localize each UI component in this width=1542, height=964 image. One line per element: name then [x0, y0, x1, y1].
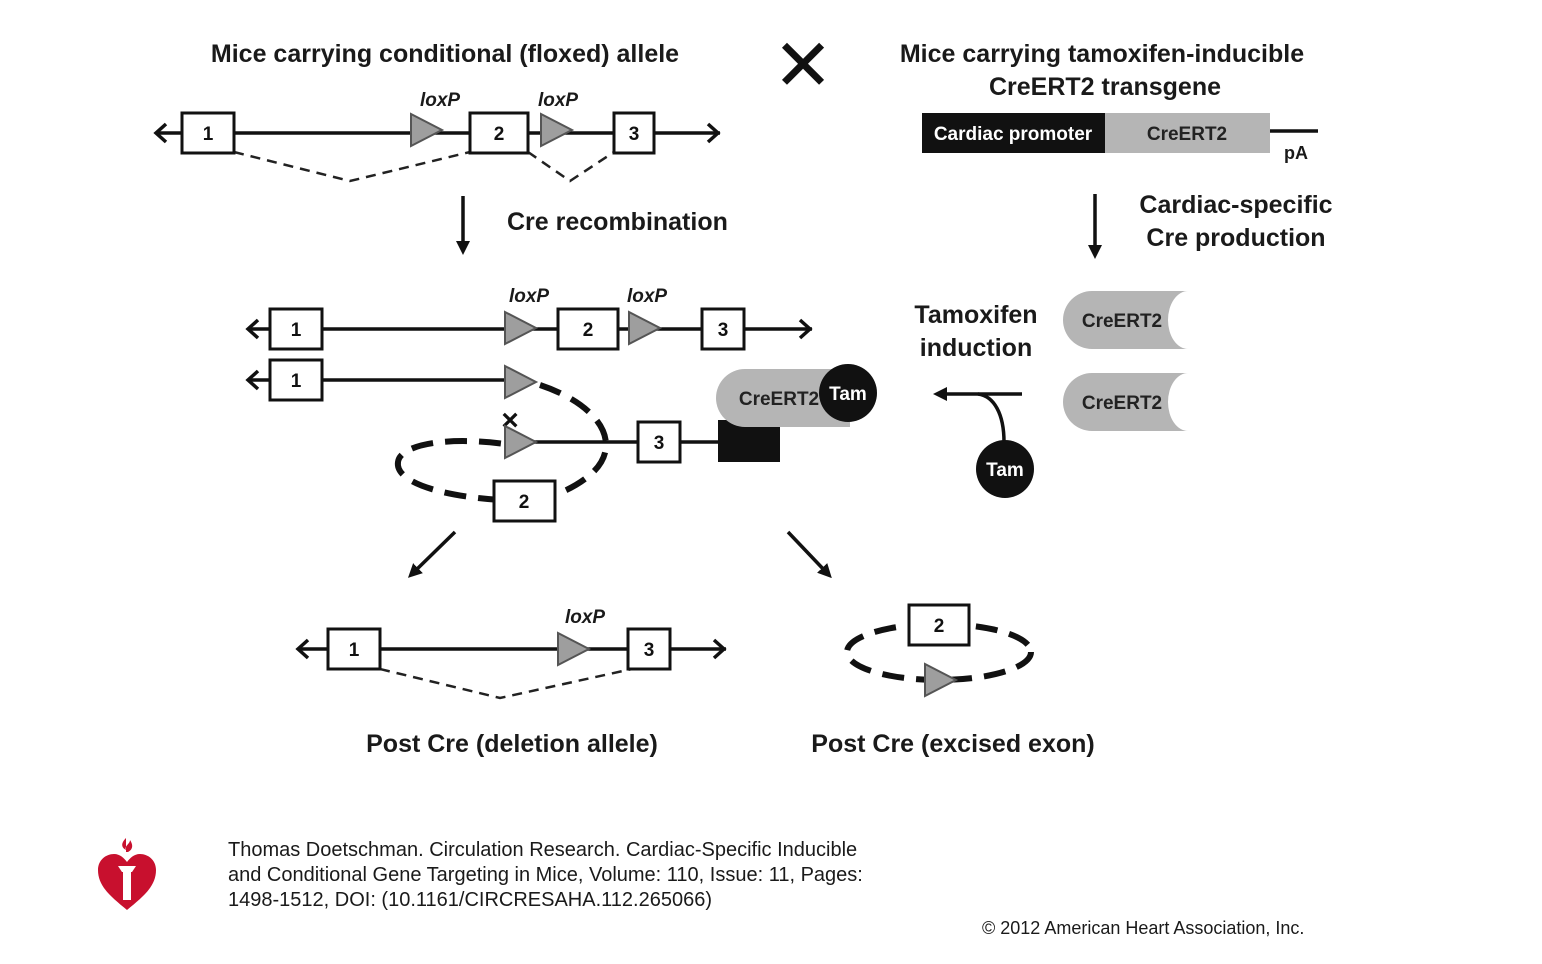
exon-3-box [612, 111, 656, 155]
diagonal-arrow-left [407, 530, 457, 578]
exon-3-box [700, 307, 746, 351]
polya-label: pA [1284, 143, 1308, 163]
exon-1-label: 1 [291, 320, 302, 341]
cardiac-specific-label-line1: Cardiac-specific [1139, 191, 1332, 219]
excised-exon-circle: 2 [844, 603, 1034, 698]
exon-1-box [326, 627, 382, 671]
post-cre-deletion-label: Post Cre (deletion allele) [366, 730, 658, 758]
tamoxifen-label-line1: Tamoxifen [914, 301, 1037, 329]
exon-3-box [626, 627, 672, 671]
creert2-bound-shape [716, 369, 850, 427]
loxp-site-icon [540, 112, 575, 148]
creert2-bound-label: CreERT2 [739, 389, 819, 410]
post-cre-excised-label: Post Cre (excised exon) [811, 730, 1094, 758]
exon-2-box [556, 307, 620, 351]
diagonal-arrow-right [786, 530, 832, 579]
exon-1-label: 1 [291, 371, 302, 392]
exon-1-label: 1 [203, 124, 214, 145]
cardiac-specific-label-line2: Cre production [1146, 224, 1325, 252]
exon-2-label: 2 [583, 320, 594, 341]
citation-text: Thomas Doetschman. Circulation Research.… [228, 839, 863, 911]
loxp-label: loxP [420, 90, 460, 111]
exon-3-label: 3 [654, 433, 665, 454]
exon-1-label: 1 [349, 640, 360, 661]
creert2-protein-1-label: CreERT2 [1082, 311, 1162, 332]
tamoxifen-curve [977, 392, 1006, 443]
creert2-box-label: CreERT2 [1147, 124, 1227, 145]
exon-2-label: 2 [934, 616, 945, 637]
floxed-allele-title: Mice carrying conditional (floxed) allel… [211, 40, 679, 68]
cardiac-promoter-box [922, 113, 1105, 153]
exon-2-label: 2 [494, 124, 505, 145]
copyright-text: © 2012 American Heart Association, Inc. [982, 918, 1305, 938]
transgene-title-line2: CreERT2 transgene [989, 73, 1221, 101]
creert2-box [1105, 113, 1270, 153]
tamoxifen-label-line2: induction [920, 334, 1032, 362]
floxed-allele-construct: 1 loxP 2 loxP 3 [153, 90, 721, 183]
cardiac-promoter-label: Cardiac promoter [934, 124, 1093, 145]
loxp-label: loxP [538, 90, 578, 111]
creert2-transgene-construct: Cardiac promoter CreERT2 pA [922, 113, 1318, 163]
recombination-loop: 1 × 3 2 CreERT2 Tam [245, 358, 877, 523]
tam-free-label: Tam [986, 460, 1024, 481]
loxp-site-icon [504, 424, 539, 460]
creert2-protein-2: CreERT2 [1063, 373, 1188, 431]
exon-2-box [907, 603, 971, 647]
transgene-title-line1: Mice carrying tamoxifen-inducible [900, 40, 1304, 68]
tam-free-icon [976, 440, 1034, 498]
exon-3-label: 3 [718, 320, 729, 341]
loxp-label: loxP [627, 286, 667, 307]
loxp-site-icon [557, 631, 592, 667]
loxp-site-icon [504, 364, 539, 400]
loxp-site-icon [924, 662, 959, 698]
exon-1-box [268, 307, 324, 351]
exon-3-label: 3 [644, 640, 655, 661]
floxed-allele-middle: 1 loxP 2 loxP 3 [245, 286, 813, 351]
exon-2-label: 2 [519, 492, 530, 513]
exon-3-label: 3 [629, 124, 640, 145]
exon-2-box [492, 479, 557, 523]
loxp-label: loxP [565, 607, 605, 628]
cre-recombination-label: Cre recombination [507, 208, 728, 236]
loxp-label: loxP [509, 286, 549, 307]
deletion-allele-construct: 1 loxP 3 [295, 607, 727, 700]
tam-bound-icon [819, 364, 877, 422]
loxp-site-icon [410, 112, 445, 148]
loxp-site-icon [628, 310, 663, 346]
creert2-protein-2-label: CreERT2 [1082, 393, 1162, 414]
exon-1-box [180, 111, 236, 155]
exon-3-box [636, 420, 682, 464]
american-heart-association-torch-heart-icon [98, 838, 156, 910]
cross-symbol-icon: ✕ [773, 26, 833, 106]
tam-bound-label: Tam [829, 384, 867, 405]
exon-2-box [468, 111, 530, 155]
creert2-protein-1: CreERT2 [1063, 291, 1188, 349]
exon-1-box [268, 358, 324, 402]
loxp-site-icon [504, 310, 539, 346]
